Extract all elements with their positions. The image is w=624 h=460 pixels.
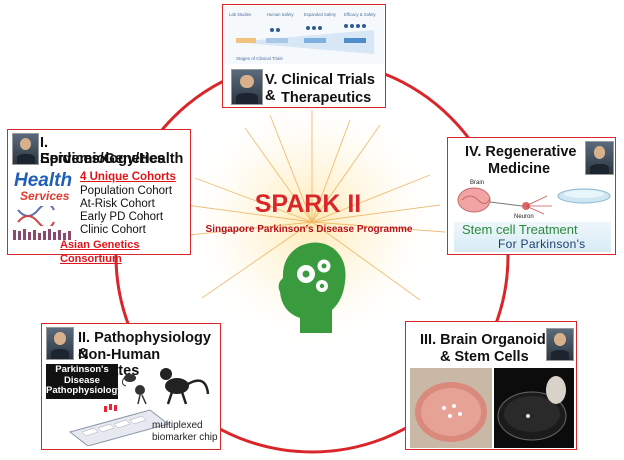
gene-bars-icon: [13, 229, 71, 240]
epidemiology-title-line2: Services/Genetics: [40, 151, 165, 167]
cohort-item: Clinic Cohort: [80, 224, 146, 236]
cohort-item: Population Cohort: [80, 185, 173, 197]
book-line1: Parkinson's: [55, 364, 109, 375]
neuron-label: Neuron: [514, 214, 534, 220]
logo-health: Health: [14, 170, 73, 191]
chip-label-line1: multiplexed: [152, 420, 203, 431]
clinical-trials-title-line2: Therapeutics: [281, 90, 372, 106]
clinical-trials-title-line1: V. Clinical Trials &: [265, 72, 375, 104]
book-line3: Pathophysiology: [46, 385, 123, 396]
brain-organoids-box: III. Brain Organoids & Stem Cells: [405, 321, 577, 450]
avatar: [546, 328, 574, 361]
dna-icon: [17, 206, 55, 226]
cohort-item: Early PD Cohort: [80, 211, 164, 223]
spark-burst: [179, 92, 446, 352]
logo-services: Services: [20, 189, 70, 203]
epidemiology-box: I. Epidemiology/Health Services/Genetics…: [7, 129, 191, 265]
chip-label-line2: biomarker chip: [152, 432, 218, 443]
pathophysiology-title-line1: II. Pathophysiology &: [78, 330, 211, 362]
clinical-trials-stages-graphic: Lab Studies Human Safety Expanded Safety…: [224, 6, 384, 64]
programme-subtitle: Singapore Parkinson’s Disease Programme: [205, 224, 413, 235]
cohorts-heading: 4 Unique Cohorts: [80, 171, 176, 183]
genetics-consortium-label: Asian Genetics Consortium: [60, 239, 140, 265]
regenerative-title-line2: Medicine: [488, 161, 551, 177]
stem-cell-dish-photo: [494, 368, 574, 448]
brain-neuron-graphic: Brain Neuron: [457, 180, 611, 220]
stem-line2: For Parkinson's: [498, 237, 586, 251]
avatar: [231, 69, 263, 105]
cohort-item: At-Risk Cohort: [80, 198, 155, 210]
book-line2: Disease: [64, 374, 100, 386]
stage-header-3: Expanded Safety: [304, 12, 337, 17]
clinical-trials-box: Lab Studies Human Safety Expanded Safety…: [222, 4, 386, 108]
organoid-dish-photo: [410, 368, 492, 448]
stage-header-1: Lab Studies: [229, 12, 251, 17]
regenerative-medicine-box: IV. Regenerative Medicine Brain Neuron S…: [447, 137, 616, 255]
brain-label: Brain: [470, 180, 484, 186]
head-with-gears-icon: [278, 242, 346, 333]
programme-title: SPARK II: [254, 190, 362, 218]
biomarker-chip-icon: [68, 404, 170, 446]
regenerative-title-line1: IV. Regenerative: [465, 144, 577, 160]
avatar: [46, 327, 74, 360]
pathophysiology-box: II. Pathophysiology & Non-Human Primates…: [41, 323, 221, 450]
stage-header-2: Human Safety: [267, 12, 294, 17]
epidemiology-title-line1: I. Epidemiology/Health: [40, 135, 184, 167]
monkey-mouse-icon: [122, 368, 210, 405]
stages-caption: Stages of Clinical Trials: [236, 56, 284, 61]
pathophysiology-book: Parkinson's Disease Pathophysiology: [46, 364, 123, 399]
stem-line1: Stem cell Treatment: [462, 222, 578, 237]
avatar: [12, 133, 39, 165]
avatar: [585, 141, 614, 175]
health-services-logo: Health Services: [14, 170, 74, 204]
organoids-title-line1: III. Brain Organoids: [420, 332, 554, 348]
stem-cell-treatment-banner: Stem cell Treatment For Parkinson's: [454, 222, 611, 252]
stage-header-4: Efficacy & Safety: [344, 12, 376, 17]
organoids-title-line2: & Stem Cells: [440, 349, 529, 365]
